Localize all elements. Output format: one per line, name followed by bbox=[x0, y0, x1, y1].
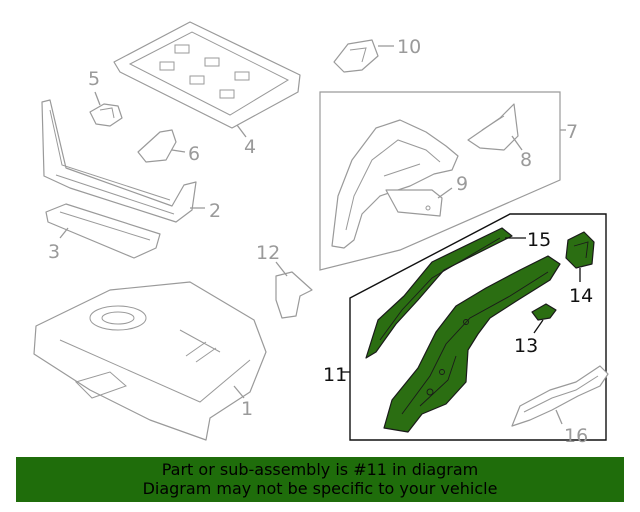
callout-8[interactable]: 8 bbox=[520, 149, 532, 171]
callout-13[interactable]: 13 bbox=[514, 335, 538, 357]
callout-12[interactable]: 12 bbox=[256, 242, 280, 264]
callout-14[interactable]: 14 bbox=[569, 285, 593, 307]
callout-16[interactable]: 16 bbox=[564, 425, 588, 447]
callout-6[interactable]: 6 bbox=[188, 143, 200, 165]
part-11-rail-assembly[interactable] bbox=[383, 255, 561, 433]
leader-13 bbox=[533, 319, 544, 334]
leader-9 bbox=[437, 187, 453, 199]
notice-line-1: Part or sub-assembly is #11 in diagram bbox=[161, 460, 479, 479]
part-3-reinforcement[interactable] bbox=[45, 203, 161, 259]
leader-16 bbox=[555, 409, 563, 425]
leader-8 bbox=[511, 135, 523, 151]
callout-4[interactable]: 4 bbox=[244, 136, 256, 158]
callout-9[interactable]: 9 bbox=[456, 173, 468, 195]
leader-6 bbox=[171, 149, 186, 153]
callout-3[interactable]: 3 bbox=[48, 241, 60, 263]
callout-2[interactable]: 2 bbox=[209, 200, 221, 222]
callout-11[interactable]: 11 bbox=[323, 364, 347, 386]
notice-banner: Part or sub-assembly is #11 in diagram D… bbox=[16, 457, 624, 502]
part-10-bracket[interactable] bbox=[333, 39, 379, 73]
part-6-bracket[interactable] bbox=[137, 129, 177, 163]
group-11-box bbox=[349, 213, 607, 441]
part-15-rail[interactable] bbox=[365, 227, 513, 359]
callout-15[interactable]: 15 bbox=[527, 229, 551, 251]
part-16-extension[interactable] bbox=[511, 365, 609, 427]
callout-5[interactable]: 5 bbox=[88, 68, 100, 90]
leader-5 bbox=[94, 91, 101, 106]
callout-1[interactable]: 1 bbox=[241, 398, 253, 420]
notice-line-2: Diagram may not be specific to your vehi… bbox=[142, 479, 498, 498]
callout-10[interactable]: 10 bbox=[397, 36, 421, 58]
wheelhouse-panel[interactable] bbox=[331, 119, 459, 249]
part-13-bracket[interactable] bbox=[531, 303, 557, 321]
callout-7[interactable]: 7 bbox=[566, 121, 578, 143]
part-12-bracket[interactable] bbox=[275, 271, 313, 319]
part-2-crossmember[interactable] bbox=[41, 99, 197, 223]
part-1-rear-floor-pan[interactable] bbox=[33, 281, 267, 441]
leader-3 bbox=[59, 227, 69, 239]
part-14-bracket[interactable] bbox=[565, 231, 595, 269]
leader-12 bbox=[275, 261, 288, 277]
part-8-bracket[interactable] bbox=[467, 103, 519, 151]
part-4-floor-panel[interactable] bbox=[113, 21, 301, 129]
part-9-panel[interactable] bbox=[385, 189, 443, 217]
leader-4 bbox=[236, 124, 247, 138]
leader-1 bbox=[233, 385, 245, 399]
part-5-bracket[interactable] bbox=[89, 103, 123, 127]
group-7-box bbox=[319, 91, 561, 271]
